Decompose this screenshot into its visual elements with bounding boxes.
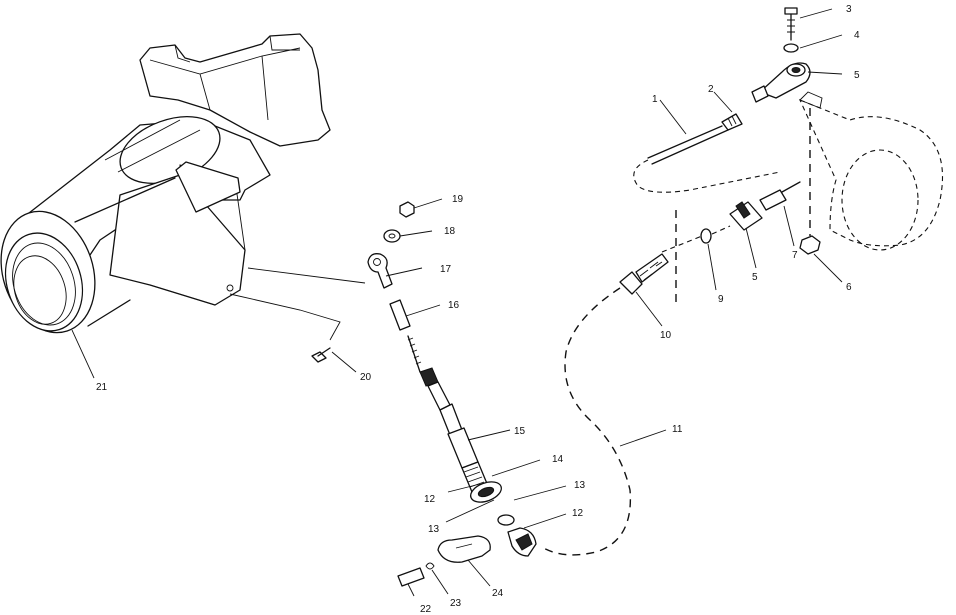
callout-3: 3 (846, 4, 852, 15)
callout-6: 6 (846, 282, 852, 293)
callout-5: 5 (854, 70, 860, 81)
callout-16: 16 (448, 300, 460, 311)
callout-4: 4 (854, 30, 860, 41)
callout-22: 22 (420, 604, 432, 615)
callout-18: 18 (444, 226, 456, 237)
guide-line-20 (229, 293, 341, 341)
left-cable-assembly (311, 201, 537, 587)
callout-13b: 13 (574, 480, 586, 491)
callout-14: 14 (552, 454, 564, 465)
callout-leaders (71, 8, 843, 597)
callout-21: 21 (96, 382, 108, 393)
callout-12b: 12 (572, 508, 584, 519)
callout-9: 9 (718, 294, 724, 305)
callout-11: 11 (672, 424, 683, 435)
callout-1: 1 (652, 94, 658, 105)
callout-23: 23 (450, 598, 462, 609)
callout-labels: 3 4 5 1 2 19 18 17 16 7 5 6 9 10 20 21 1… (96, 4, 860, 615)
callout-20: 20 (360, 372, 372, 383)
guide-line-17 (247, 267, 366, 284)
callout-12: 12 (424, 494, 436, 505)
callout-15: 15 (514, 426, 526, 437)
steering-post-housing (0, 33, 331, 334)
callout-17: 17 (440, 264, 452, 275)
callout-19: 19 (452, 194, 464, 205)
callout-13: 13 (428, 524, 440, 535)
callout-10: 10 (660, 330, 672, 341)
callout-7: 7 (792, 250, 798, 261)
callout-2: 2 (708, 84, 714, 95)
callout-24: 24 (492, 588, 504, 599)
right-cable-assembly (539, 7, 943, 556)
callout-5b: 5 (752, 272, 758, 283)
